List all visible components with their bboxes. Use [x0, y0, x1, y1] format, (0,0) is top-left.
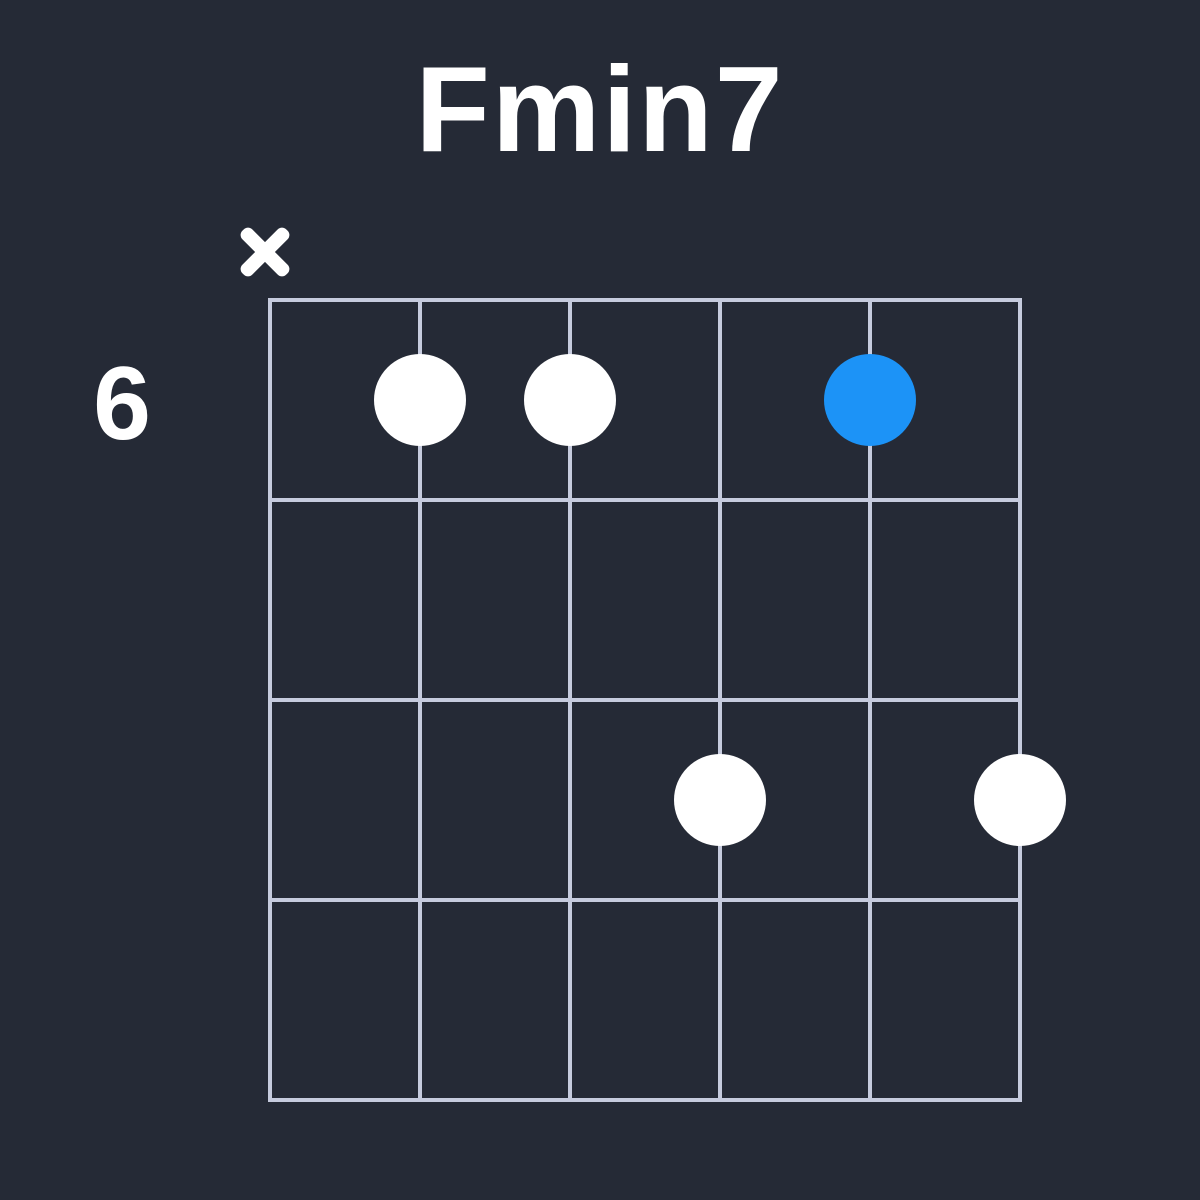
finger-dot — [974, 754, 1066, 846]
finger-dot-accent — [824, 354, 916, 446]
finger-dot — [674, 754, 766, 846]
finger-dot — [374, 354, 466, 446]
fret-line — [268, 298, 1022, 302]
fret-line — [268, 498, 1022, 502]
finger-dot — [524, 354, 616, 446]
fret-line — [268, 898, 1022, 902]
fret-line — [268, 698, 1022, 702]
fret-line — [268, 1098, 1022, 1102]
chord-title: Fmin7 — [415, 41, 785, 177]
muted-string-icon — [238, 225, 292, 279]
start-fret-label: 6 — [93, 346, 151, 462]
